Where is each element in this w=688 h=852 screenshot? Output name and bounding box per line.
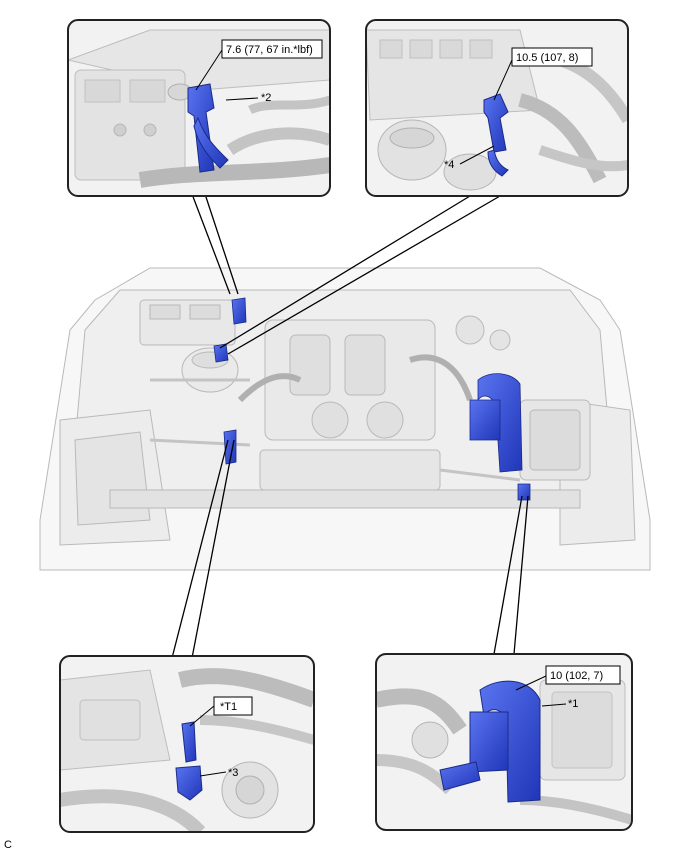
part-label-2: *2: [261, 92, 271, 104]
torque-callout-4: 10.5 (107, 8): [516, 52, 578, 64]
part-label-3: *3: [228, 767, 238, 779]
leader-lines: [171, 193, 529, 659]
part-label-t1: *T1: [220, 701, 237, 713]
detail-panel-top-right: [365, 19, 629, 197]
part-label-1: *1: [568, 698, 578, 710]
torque-callout-1: 10 (102, 7): [550, 670, 603, 682]
detail-panel-bottom-left: [59, 655, 315, 833]
detail-panel-bottom-right: [375, 653, 633, 831]
highlighted-parts-main: [213, 297, 531, 501]
figure-code: C: [4, 839, 12, 851]
part-label-4: *4: [444, 159, 454, 171]
torque-callout-2: 7.6 (77, 67 in.*lbf): [226, 44, 313, 56]
detail-panel-top-left: [67, 19, 331, 197]
engine-bay-illustration: [39, 267, 651, 571]
